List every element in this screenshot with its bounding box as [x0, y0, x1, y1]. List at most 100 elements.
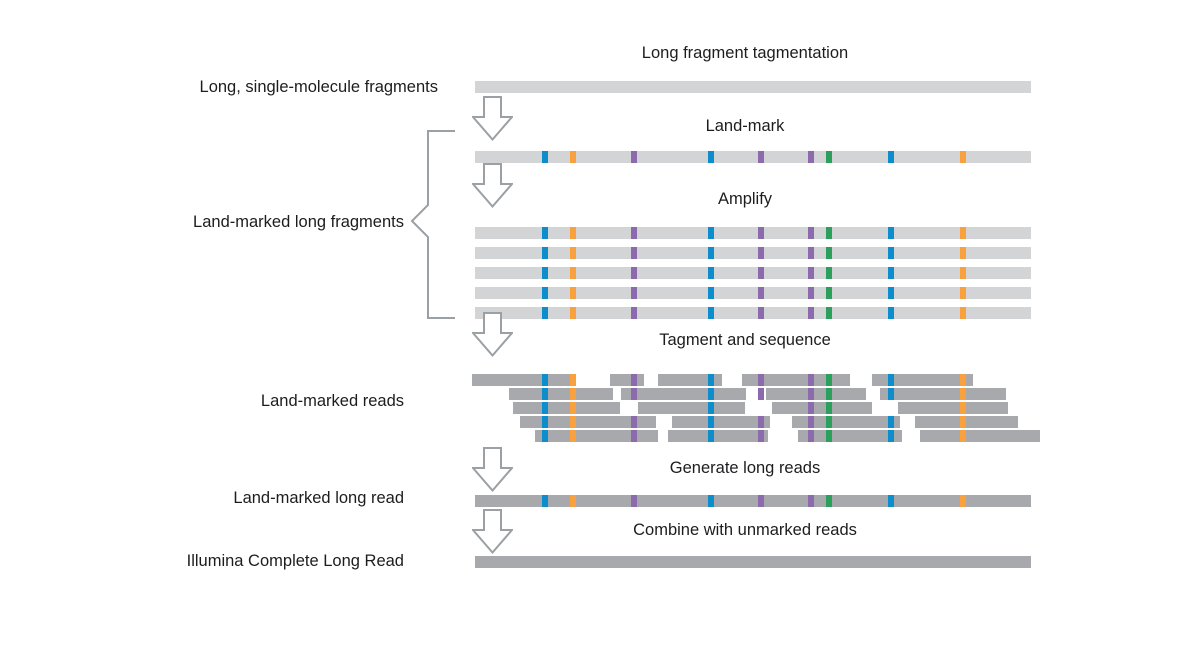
read-segment-mark-purple: [808, 388, 814, 400]
read-segment: [742, 374, 850, 386]
amplify-bar-3-mark-green: [826, 267, 832, 279]
landmark-bar-mark-blue: [542, 151, 548, 163]
amplify-bar-2-mark-purple: [808, 247, 814, 259]
read-segment-mark-orange: [570, 430, 576, 442]
read-segment-mark-blue: [708, 388, 714, 400]
amplify-bar-3-mark-purple: [631, 267, 637, 279]
amplify-bar-5-mark-purple: [631, 307, 637, 319]
amplify-bar-3-mark-purple: [758, 267, 764, 279]
step-land-mark: Land-mark: [705, 117, 785, 135]
landmark-bar-mark-orange: [570, 151, 576, 163]
read-segment-mark-blue: [542, 430, 548, 442]
read-segment-mark-green: [826, 374, 832, 386]
read-segment-mark-purple: [808, 430, 814, 442]
read-segment-mark-blue: [708, 430, 714, 442]
amplify-bar-5-mark-green: [826, 307, 832, 319]
landmark-bar-mark-green: [826, 151, 832, 163]
amplify-bar-2-mark-blue: [542, 247, 548, 259]
read-segment-mark-orange: [570, 402, 576, 414]
read-segment-mark-orange: [960, 374, 966, 386]
amplify-bar-3-mark-blue: [708, 267, 714, 279]
amplify-bar-5-mark-blue: [542, 307, 548, 319]
amplify-bar-4-mark-purple: [758, 287, 764, 299]
label-land-marked-long-read: Land-marked long read: [233, 489, 404, 507]
amplify-bar-1-mark-purple: [631, 227, 637, 239]
amplify-bar-1-mark-purple: [808, 227, 814, 239]
read-segment-mark-green: [826, 402, 832, 414]
read-segment-mark-blue: [708, 416, 714, 428]
long-read-bar: [475, 495, 1031, 507]
long-read-bar-mark-orange: [570, 495, 576, 507]
read-segment: [610, 374, 644, 386]
long-read-bar-mark-blue: [708, 495, 714, 507]
read-segment: [672, 416, 770, 428]
read-segment: [792, 416, 900, 428]
amplify-bar-4-mark-orange: [960, 287, 966, 299]
read-segment: [920, 430, 1040, 442]
read-segment-mark-purple: [758, 416, 764, 428]
amplify-bar-4: [475, 287, 1031, 299]
amplify-bar-1-mark-blue: [542, 227, 548, 239]
read-segment-mark-orange: [570, 374, 576, 386]
amplify-bar-1-mark-blue: [708, 227, 714, 239]
read-segment-mark-blue: [542, 416, 548, 428]
read-segment-mark-green: [826, 388, 832, 400]
amplify-bar-5-mark-purple: [808, 307, 814, 319]
read-segment-mark-orange: [570, 416, 576, 428]
read-segment: [509, 388, 613, 400]
final-read-bar: [475, 556, 1031, 568]
step-generate-long-reads: Generate long reads: [669, 459, 821, 477]
down-arrow-icon: [472, 312, 513, 357]
amplify-bar-4-mark-blue: [542, 287, 548, 299]
read-segment-mark-green: [826, 430, 832, 442]
amplify-bar-1-mark-orange: [960, 227, 966, 239]
read-segment-mark-blue: [708, 374, 714, 386]
amplify-bar-5-mark-blue: [708, 307, 714, 319]
amplify-bar-4-mark-orange: [570, 287, 576, 299]
read-segment-mark-blue: [708, 402, 714, 414]
read-segment: [915, 416, 1018, 428]
landmark-bar-mark-blue: [708, 151, 714, 163]
amplify-bar-1-mark-blue: [888, 227, 894, 239]
read-segment-mark-blue: [542, 402, 548, 414]
long-read-bar-mark-purple: [758, 495, 764, 507]
read-segment-mark-blue: [888, 374, 894, 386]
amplify-bar-4-mark-purple: [808, 287, 814, 299]
long-read-bar-mark-purple: [631, 495, 637, 507]
read-segment-mark-blue: [888, 430, 894, 442]
read-segment-mark-purple: [808, 374, 814, 386]
long-read-bar-mark-blue: [888, 495, 894, 507]
amplify-bar-1-mark-purple: [758, 227, 764, 239]
down-arrow-icon: [472, 509, 513, 554]
landmark-bar-mark-purple: [808, 151, 814, 163]
read-segment-mark-purple: [631, 374, 637, 386]
amplify-bar-1: [475, 227, 1031, 239]
long-read-bar-mark-blue: [542, 495, 548, 507]
landmark-bar-mark-purple: [758, 151, 764, 163]
read-segment-mark-orange: [960, 416, 966, 428]
amplify-bar-3-mark-purple: [808, 267, 814, 279]
amplify-bar-4-mark-purple: [631, 287, 637, 299]
read-segment: [535, 430, 658, 442]
read-segment: [638, 402, 745, 414]
amplify-bar-4-mark-blue: [888, 287, 894, 299]
long-read-bar-mark-orange: [960, 495, 966, 507]
amplify-bar-5: [475, 307, 1031, 319]
read-segment: [520, 416, 656, 428]
read-segment: [658, 374, 722, 386]
read-segment: [898, 402, 1008, 414]
amplify-bar-5-mark-orange: [960, 307, 966, 319]
amplify-bar-4-mark-blue: [708, 287, 714, 299]
amplify-bar-5-mark-blue: [888, 307, 894, 319]
amplify-bar-1-mark-green: [826, 227, 832, 239]
read-segment-mark-blue: [888, 388, 894, 400]
read-segment: [872, 374, 973, 386]
amplify-bar-2: [475, 247, 1031, 259]
amplify-bar-2-mark-purple: [631, 247, 637, 259]
step-tagment-and-sequence: Tagment and sequence: [659, 331, 831, 349]
long-read-bar-mark-purple: [808, 495, 814, 507]
read-segment: [621, 388, 746, 400]
down-arrow-icon: [472, 96, 513, 141]
